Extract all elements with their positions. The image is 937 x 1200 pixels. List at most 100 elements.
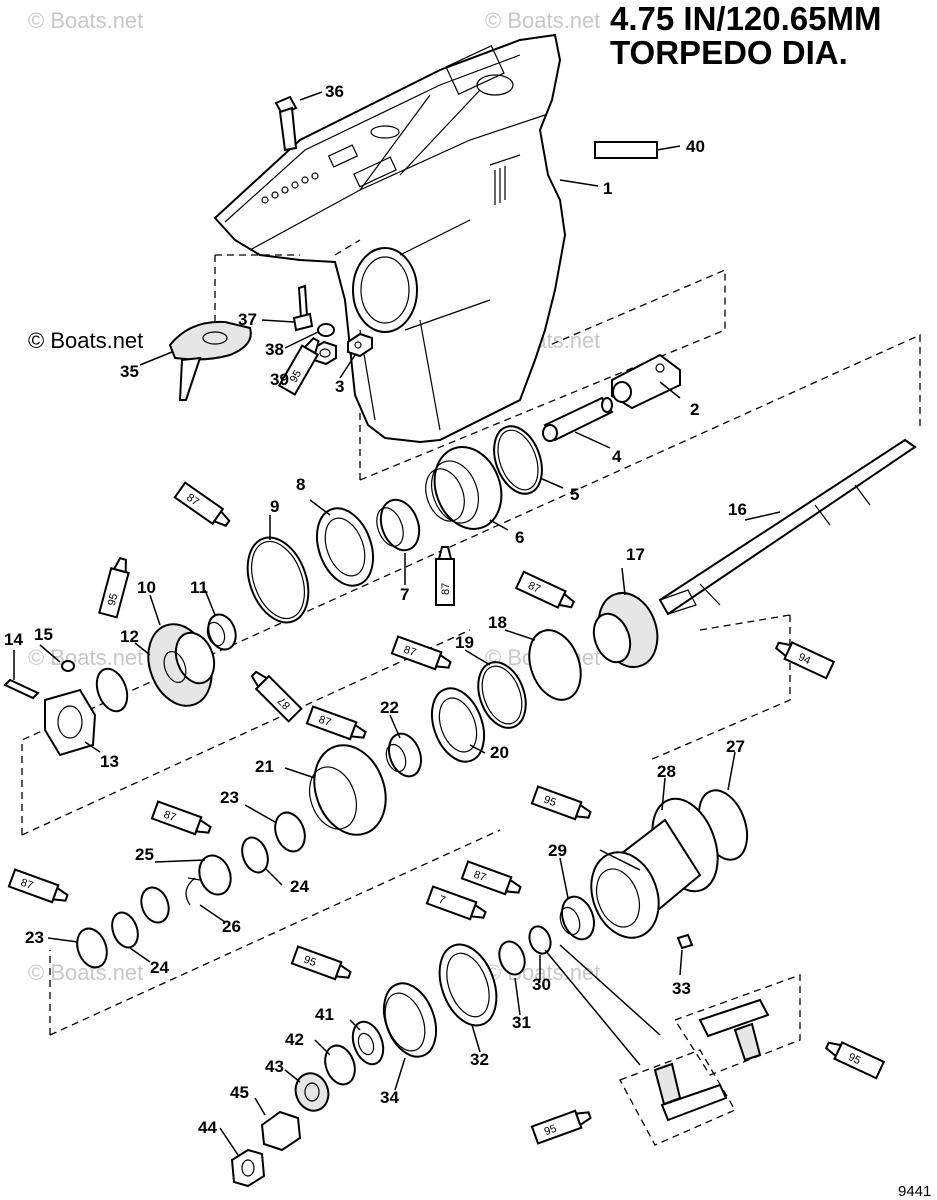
- figure-number: 9441: [898, 1183, 931, 1200]
- callout-28: 28: [657, 762, 676, 781]
- key-40: [594, 141, 658, 159]
- callout-31: 31: [512, 1013, 531, 1032]
- callout-14: 14: [4, 630, 23, 649]
- callout-labels: 1 2 3 4 5 6 7 8 9 10 11 12 13 14 15 16 1…: [4, 82, 747, 1137]
- callout-20: 20: [490, 743, 509, 762]
- svg-text:87: 87: [162, 809, 178, 824]
- callout-5: 5: [570, 485, 579, 504]
- callout-39: 39: [270, 370, 289, 389]
- bearing-carrier-28: [590, 797, 719, 939]
- reverse-gear-17: [592, 592, 659, 668]
- callout-27: 27: [726, 737, 745, 756]
- tube-87: 87: [305, 705, 367, 741]
- watermark: © Boats.net: [28, 8, 143, 33]
- callout-23: 23: [220, 788, 239, 807]
- tube-95: 95: [290, 945, 352, 981]
- washer-38: [317, 323, 335, 337]
- tube-87: 87: [150, 800, 212, 836]
- tube-95: 95: [98, 557, 130, 619]
- callout-24-lower: 24: [150, 958, 169, 977]
- tool-assembly-upper: [698, 998, 770, 1062]
- watermark: © Boats.net: [485, 8, 600, 33]
- nut-45: [260, 1110, 302, 1152]
- retaining-ring-26: [185, 877, 201, 906]
- thrust-washer-23-lower: [76, 927, 108, 969]
- svg-text:7: 7: [437, 894, 447, 907]
- svg-text:95: 95: [846, 1051, 862, 1067]
- o-ring-18: [528, 629, 582, 701]
- callout-25: 25: [135, 845, 154, 864]
- washer-30: [528, 925, 552, 955]
- callout-43: 43: [265, 1057, 284, 1076]
- shim-20: [430, 687, 486, 763]
- callout-6: 6: [515, 528, 524, 547]
- svg-text:87: 87: [184, 492, 201, 509]
- tube-95: 95: [277, 337, 320, 396]
- callout-17: 17: [626, 545, 645, 564]
- tube-95: 95: [824, 1041, 886, 1080]
- callout-19: 19: [455, 633, 474, 652]
- callout-32: 32: [470, 1050, 489, 1069]
- thrust-bearing-24-upper: [241, 836, 269, 874]
- nut-44: [230, 1148, 266, 1188]
- needle-bearing-22: [385, 732, 422, 778]
- callout-37: 37: [238, 310, 257, 329]
- callout-18: 18: [488, 613, 507, 632]
- callout-30: 30: [532, 975, 551, 994]
- trim-tab-anode-35: [168, 320, 252, 401]
- callout-8: 8: [296, 475, 305, 494]
- svg-text:87: 87: [440, 583, 452, 595]
- o-ring-12: [95, 667, 129, 713]
- svg-text:95: 95: [302, 954, 318, 969]
- torpedo-diameter-title-line2: TORPEDO DIA.: [610, 34, 848, 71]
- svg-text:94: 94: [796, 651, 812, 667]
- svg-text:87: 87: [19, 877, 35, 892]
- bearing-7: [376, 498, 421, 552]
- seal-19: [477, 661, 527, 729]
- retainer-32: [438, 943, 498, 1027]
- bolt-36: [274, 95, 298, 152]
- clutch-13: [44, 688, 97, 757]
- bearing-carrier-21: [309, 744, 387, 836]
- callout-21: 21: [255, 757, 274, 776]
- callout-45: 45: [230, 1083, 249, 1102]
- svg-text:95: 95: [543, 1123, 559, 1138]
- tube-87: 87: [7, 868, 69, 904]
- bearing-34: [382, 982, 438, 1058]
- svg-text:87: 87: [472, 869, 488, 884]
- needle-bearing-29: [559, 895, 595, 941]
- leader-lines: [13, 91, 781, 1156]
- callout-11: 11: [190, 578, 208, 597]
- callout-38: 38: [265, 340, 284, 359]
- clip-3: [347, 332, 373, 358]
- tube-7: 7: [425, 885, 487, 921]
- callout-36: 36: [325, 82, 344, 101]
- svg-text:95: 95: [542, 794, 558, 809]
- callout-4: 4: [612, 447, 622, 466]
- bearing-25: [140, 854, 232, 924]
- callout-12: 12: [120, 627, 139, 646]
- svg-text:95: 95: [106, 592, 121, 607]
- callout-33: 33: [672, 979, 691, 998]
- callout-9: 9: [270, 497, 279, 516]
- svg-text:87: 87: [402, 644, 418, 659]
- tube-87: 87: [173, 481, 231, 527]
- bearing-retainer-6: [425, 446, 503, 530]
- thrust-hub-43: [294, 1072, 330, 1112]
- washer-41: [351, 1020, 385, 1066]
- callout-29: 29: [548, 841, 567, 860]
- tube-95: 95: [530, 785, 592, 821]
- callout-34: 34: [380, 1088, 399, 1107]
- detent-ball-15: [61, 660, 75, 672]
- screw-37: [292, 284, 314, 332]
- watermark: © Boats.net: [28, 328, 143, 353]
- svg-text:95: 95: [288, 368, 305, 385]
- tube-87: 87: [250, 670, 303, 723]
- watermark: © Boats.net: [28, 645, 143, 670]
- tube-87: 87: [514, 570, 576, 609]
- torpedo-diameter-title-line1: 4.75 IN/120.65MM: [610, 0, 881, 37]
- callout-13: 13: [100, 752, 119, 771]
- tool-assembly-lower: [653, 1062, 728, 1122]
- shift-shaft-4: [542, 396, 614, 442]
